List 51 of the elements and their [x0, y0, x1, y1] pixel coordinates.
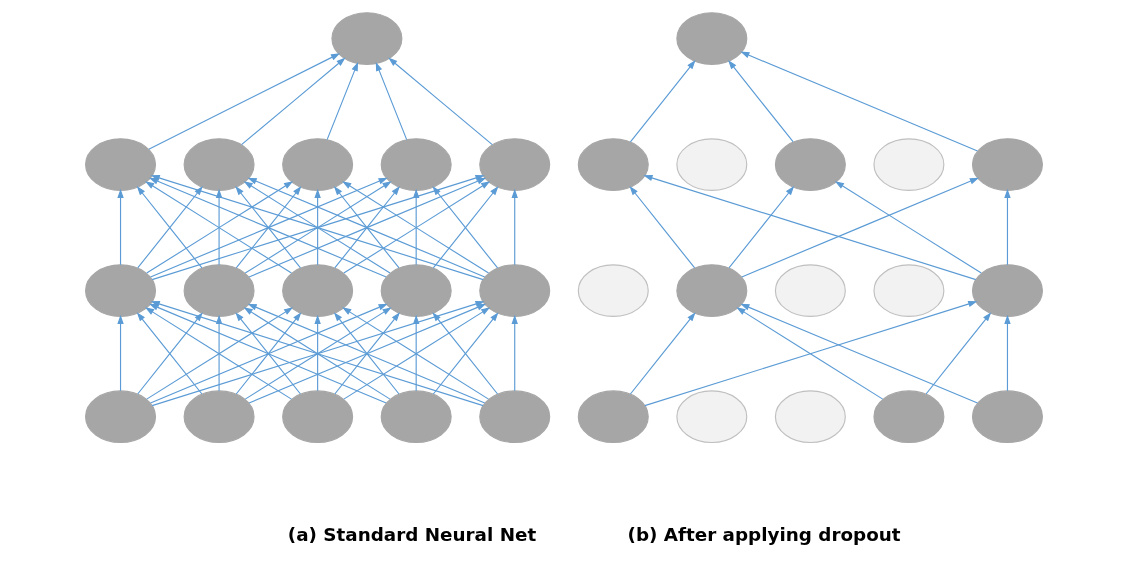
arrow — [834, 181, 982, 274]
arrow — [313, 188, 321, 266]
node-circle — [872, 390, 944, 444]
arrow — [511, 314, 518, 392]
node-circle — [84, 390, 156, 444]
node-circle — [675, 12, 747, 65]
arrow — [643, 300, 977, 407]
node-circle — [872, 264, 944, 317]
arrow — [326, 61, 358, 141]
arrow — [740, 177, 979, 278]
arrow — [735, 307, 883, 400]
arrow — [412, 314, 419, 392]
node-circle — [774, 390, 846, 444]
arrow — [727, 186, 794, 269]
arrow — [375, 61, 407, 141]
node-circle — [183, 390, 255, 444]
arrow — [333, 312, 400, 395]
arrow — [629, 312, 696, 395]
arrow — [240, 57, 346, 146]
arrow — [387, 57, 493, 146]
node-circle — [380, 390, 452, 444]
node-circle — [675, 390, 747, 444]
node-circle — [577, 390, 649, 444]
label: (a) Standard Neural Net — [287, 523, 536, 545]
arrow — [116, 188, 124, 266]
label: (b) After applying dropout — [627, 523, 901, 545]
arrow — [739, 51, 978, 152]
node-circle — [675, 138, 747, 191]
node-circle — [971, 390, 1043, 444]
arrow — [412, 188, 419, 266]
arrow — [629, 60, 696, 143]
node-circle — [971, 138, 1043, 191]
node-circle — [577, 264, 649, 317]
node-circle — [971, 264, 1043, 317]
arrow — [629, 186, 695, 269]
node-circle — [577, 138, 649, 191]
node-circle — [478, 390, 550, 444]
arrow — [313, 314, 321, 392]
arrow — [147, 53, 340, 150]
arrow — [511, 188, 518, 266]
arrow — [739, 303, 978, 404]
arrow — [642, 174, 976, 281]
arrow — [925, 312, 991, 395]
arrow — [333, 186, 400, 269]
arrow — [1003, 314, 1011, 392]
node-circle — [872, 138, 944, 191]
node-circle — [281, 390, 353, 444]
arrow — [116, 314, 124, 392]
node-circle — [774, 264, 846, 317]
arrow — [1003, 188, 1011, 266]
arrow — [727, 60, 794, 143]
